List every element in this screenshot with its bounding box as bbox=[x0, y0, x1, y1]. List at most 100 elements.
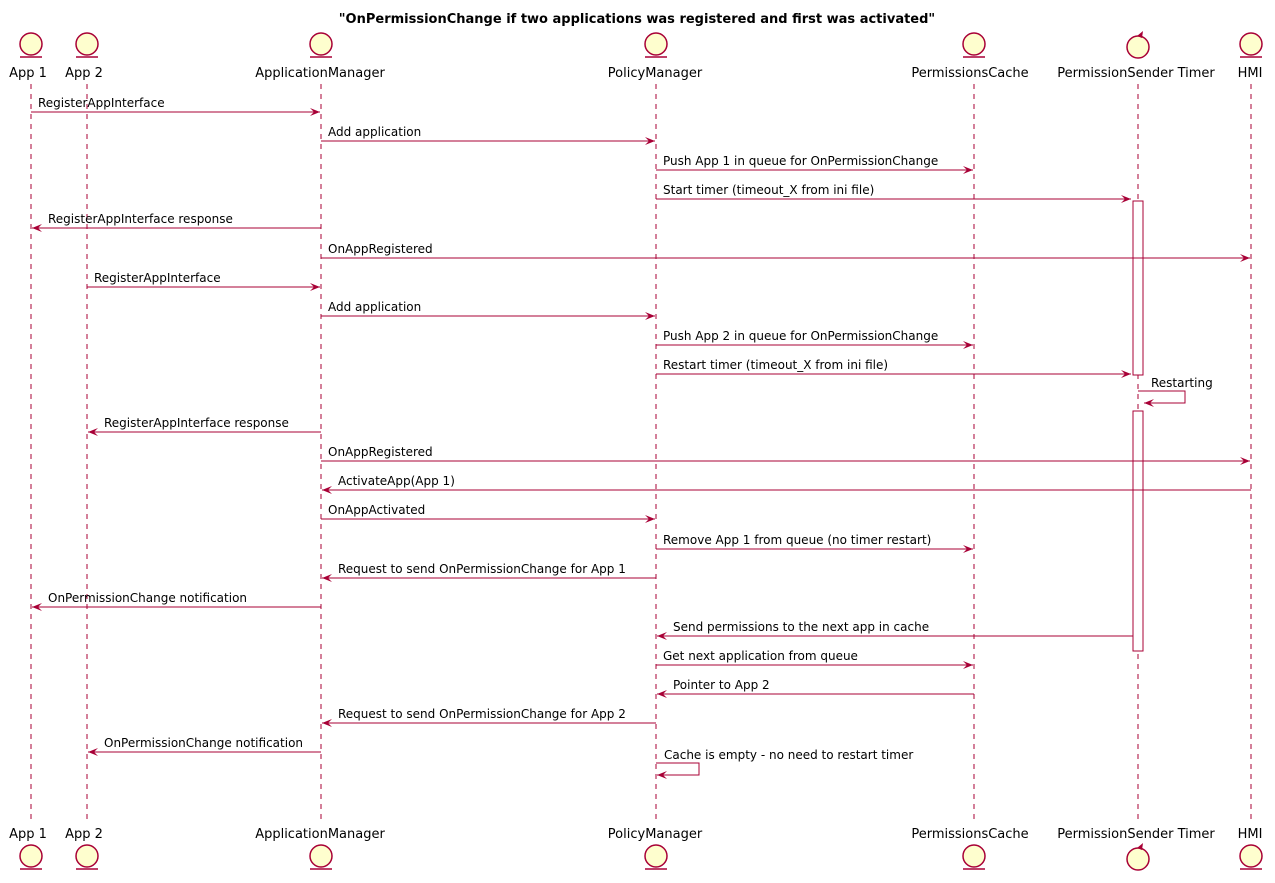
participant-app1-bottom: App 1 bbox=[9, 827, 47, 870]
entity-icon bbox=[1239, 32, 1263, 56]
arrowhead bbox=[32, 224, 42, 232]
arrowhead bbox=[1121, 195, 1131, 203]
message-label: Pointer to App 2 bbox=[673, 678, 770, 692]
message-label: ActivateApp(App 1) bbox=[338, 474, 455, 488]
participant-label: PermissionsCache bbox=[911, 827, 1028, 842]
message-16: Remove App 1 from queue (no timer restar… bbox=[656, 533, 973, 553]
message-19: Send permissions to the next app in cach… bbox=[657, 620, 1133, 640]
participant-label: PermissionsCache bbox=[911, 66, 1028, 81]
message-23: OnPermissionChange notification bbox=[88, 736, 321, 756]
control-icon-arrow bbox=[1137, 843, 1143, 850]
participant-label: ApplicationManager bbox=[255, 827, 385, 842]
diagram-title: "OnPermissionChange if two applications … bbox=[339, 12, 935, 27]
message-label: Cache is empty - no need to restart time… bbox=[664, 748, 913, 762]
control-icon-arrow bbox=[1137, 31, 1143, 38]
message-label: Push App 2 in queue for OnPermissionChan… bbox=[663, 329, 938, 343]
message-label: Add application bbox=[328, 300, 421, 314]
message-7: RegisterAppInterface bbox=[87, 271, 320, 291]
message-3: Push App 1 in queue for OnPermissionChan… bbox=[656, 154, 973, 174]
participant-label: PolicyManager bbox=[608, 827, 703, 842]
arrowhead bbox=[1144, 399, 1154, 407]
participant-label: App 1 bbox=[9, 66, 47, 81]
participant-label: App 1 bbox=[9, 827, 47, 842]
lifelines bbox=[30, 84, 1252, 822]
participant-label: HMI bbox=[1238, 827, 1263, 842]
participant-label: PermissionSender Timer bbox=[1057, 66, 1215, 81]
arrowhead bbox=[1240, 254, 1250, 262]
arrowhead bbox=[88, 428, 98, 436]
participant-pm-top: PolicyManager bbox=[608, 32, 703, 81]
arrowhead bbox=[657, 632, 667, 640]
message-label: Add application bbox=[328, 125, 421, 139]
participant-label: ApplicationManager bbox=[255, 66, 385, 81]
message-1: RegisterAppInterface bbox=[31, 96, 320, 116]
arrowhead bbox=[322, 719, 332, 727]
self-arrow-line bbox=[656, 762, 700, 776]
arrowhead bbox=[1240, 457, 1250, 465]
arrowhead bbox=[310, 283, 320, 291]
entity-icon bbox=[75, 32, 99, 56]
message-label: Request to send OnPermissionChange for A… bbox=[338, 707, 626, 721]
participant-timer-top: PermissionSender Timer bbox=[1057, 31, 1215, 81]
participant-label: App 2 bbox=[65, 66, 103, 81]
arrowhead bbox=[657, 771, 667, 779]
timer-activation-bar bbox=[1132, 200, 1144, 376]
activation-bars bbox=[1132, 200, 1144, 652]
message-label: Restart timer (timeout_X from ini file) bbox=[663, 358, 888, 372]
arrowhead bbox=[32, 603, 42, 611]
message-24: Cache is empty - no need to restart time… bbox=[656, 748, 913, 779]
arrowhead bbox=[963, 661, 973, 669]
message-label: Get next application from queue bbox=[663, 649, 858, 663]
self-arrow-line bbox=[1138, 390, 1186, 404]
participant-app2-bottom: App 2 bbox=[65, 827, 103, 870]
control-icon bbox=[1126, 35, 1150, 59]
message-label: RegisterAppInterface bbox=[38, 96, 165, 110]
message-label: Remove App 1 from queue (no timer restar… bbox=[663, 533, 931, 547]
message-label: RegisterAppInterface response bbox=[48, 212, 233, 226]
arrowhead bbox=[963, 545, 973, 553]
message-18: OnPermissionChange notification bbox=[32, 591, 321, 611]
message-label: Start timer (timeout_X from ini file) bbox=[663, 183, 874, 197]
participant-label: HMI bbox=[1238, 66, 1263, 81]
arrowhead bbox=[322, 574, 332, 582]
message-12: RegisterAppInterface response bbox=[88, 416, 321, 436]
arrowhead bbox=[963, 166, 973, 174]
entity-icon bbox=[19, 844, 43, 868]
participant-pm-bottom: PolicyManager bbox=[608, 827, 703, 870]
participant-timer-bottom: PermissionSender Timer bbox=[1057, 827, 1215, 871]
arrowhead bbox=[657, 690, 667, 698]
participant-label: PolicyManager bbox=[608, 66, 703, 81]
entity-icon bbox=[644, 844, 668, 868]
message-2: Add application bbox=[321, 125, 655, 145]
message-14: ActivateApp(App 1) bbox=[322, 474, 1251, 494]
arrowhead bbox=[963, 341, 973, 349]
participant-am-top: ApplicationManager bbox=[255, 32, 385, 81]
message-21: Pointer to App 2 bbox=[657, 678, 974, 698]
control-icon bbox=[1126, 847, 1150, 871]
message-22: Request to send OnPermissionChange for A… bbox=[322, 707, 656, 727]
message-20: Get next application from queue bbox=[656, 649, 973, 669]
message-10: Restart timer (timeout_X from ini file) bbox=[656, 358, 1131, 378]
participant-pc-top: PermissionsCache bbox=[911, 32, 1029, 81]
message-label: RegisterAppInterface bbox=[94, 271, 221, 285]
arrowhead bbox=[88, 748, 98, 756]
arrowhead bbox=[322, 486, 332, 494]
entity-icon bbox=[309, 32, 333, 56]
entity-icon bbox=[962, 844, 986, 868]
participant-hmi-bottom: HMI bbox=[1238, 827, 1263, 870]
arrowhead bbox=[310, 108, 320, 116]
entity-icon bbox=[309, 844, 333, 868]
participant-pc-bottom: PermissionsCache bbox=[911, 827, 1029, 870]
message-label: RegisterAppInterface response bbox=[104, 416, 289, 430]
message-17: Request to send OnPermissionChange for A… bbox=[322, 562, 656, 582]
participant-app2-top: App 2 bbox=[65, 32, 103, 81]
message-4: Start timer (timeout_X from ini file) bbox=[656, 183, 1131, 203]
arrowhead bbox=[645, 515, 655, 523]
message-11: Restarting bbox=[1138, 376, 1213, 407]
participant-label: App 2 bbox=[65, 827, 103, 842]
arrowhead bbox=[1121, 370, 1131, 378]
arrowhead bbox=[645, 312, 655, 320]
